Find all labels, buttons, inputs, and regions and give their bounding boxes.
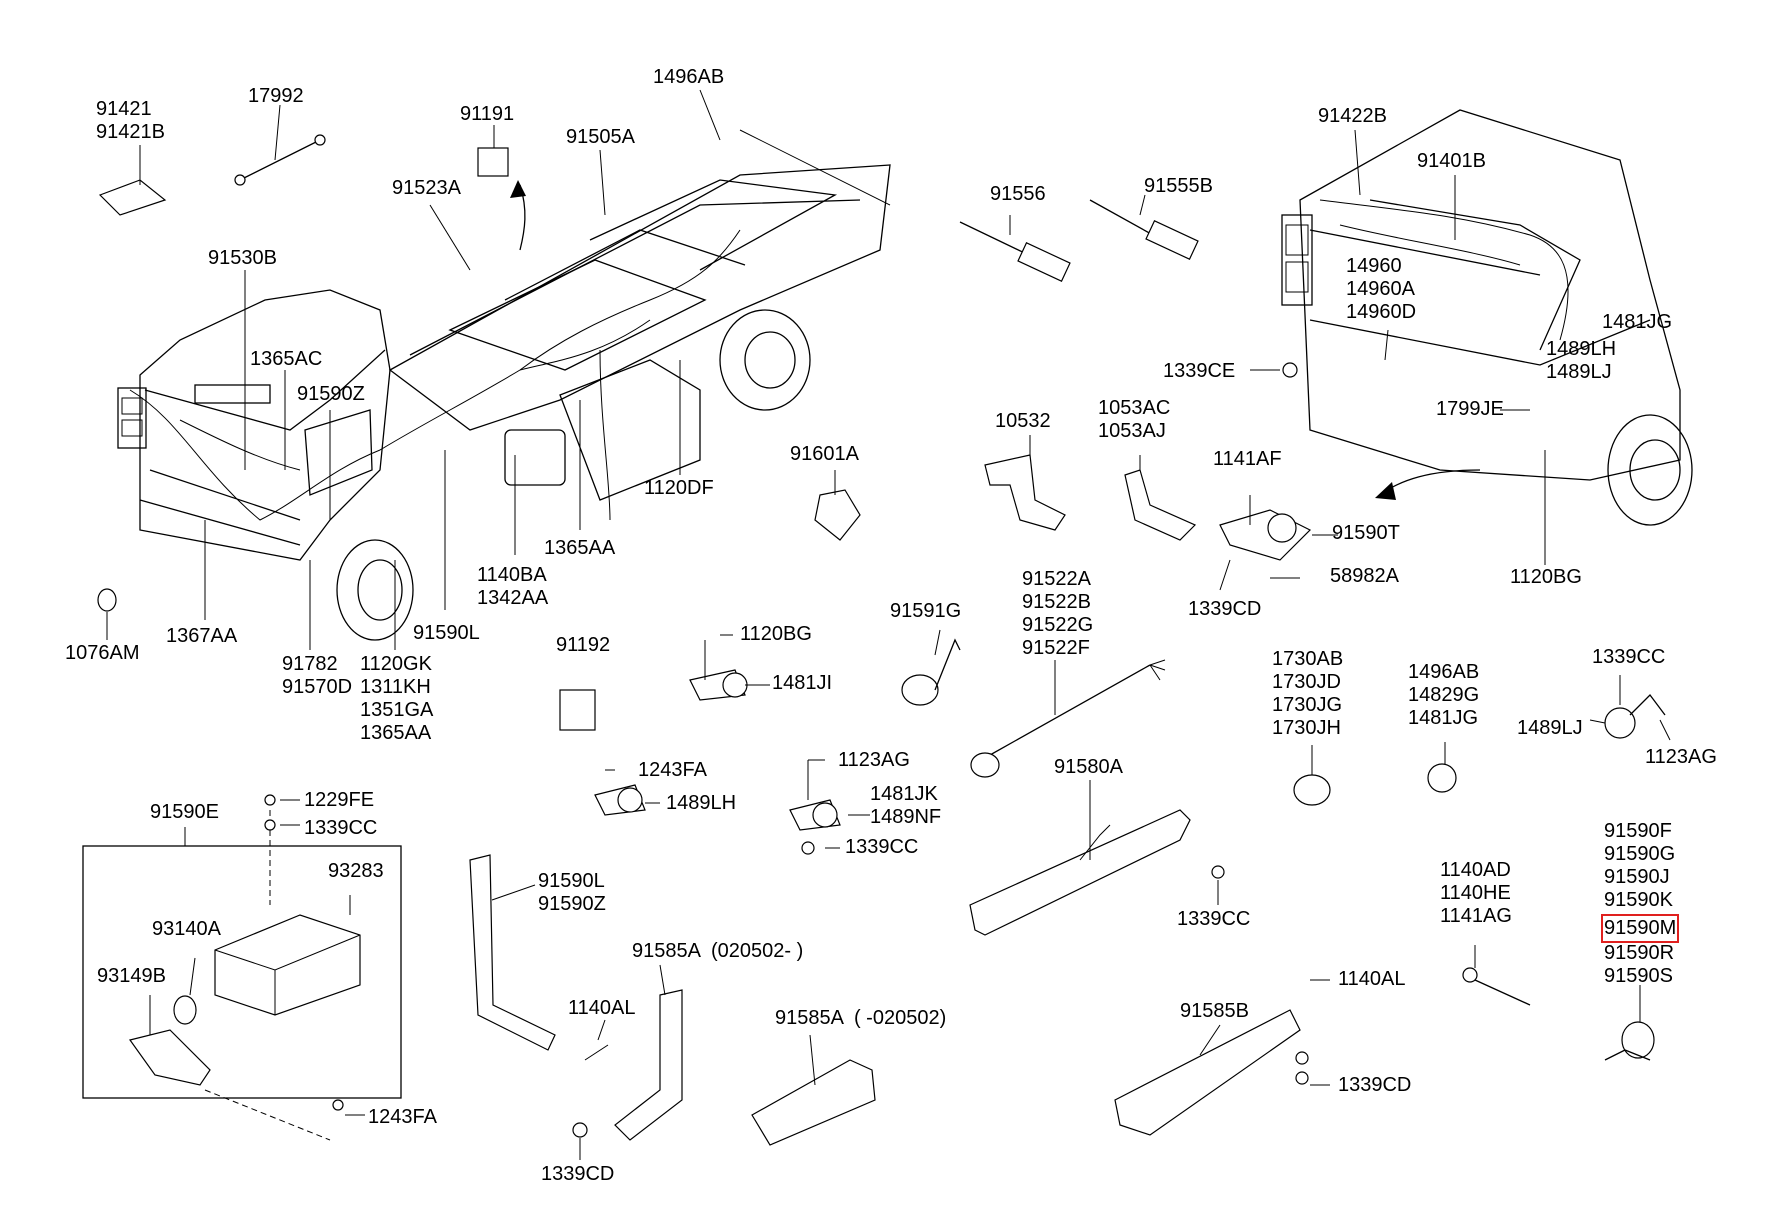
part-label-91590F: 91590F 91590G 91590J 91590K bbox=[1604, 820, 1676, 911]
part-label-1076AM: 1076AM bbox=[65, 642, 140, 664]
part-label-91580A: 91580A bbox=[1054, 756, 1123, 778]
part-label-1229FE: 1229FE bbox=[304, 789, 375, 811]
part-label-14960: 14960 14960A 14960D bbox=[1346, 255, 1417, 323]
part-label-1489LJ-right: 1489LJ bbox=[1517, 717, 1583, 739]
part-label-1489LH-mid: 1489LH bbox=[666, 792, 737, 814]
part-label-91590M-highlighted: 91590M bbox=[1600, 914, 1680, 943]
part-label-1339CC-box: 1339CC bbox=[304, 817, 378, 839]
part-label-91505A: 91505A bbox=[566, 126, 635, 148]
part-label-91590L-bot: 91590L 91590Z bbox=[538, 870, 606, 915]
part-label-91585A-old: 91585A ( -020502) bbox=[775, 1007, 947, 1029]
part-label-1339CD-bot: 1339CD bbox=[541, 1163, 615, 1185]
part-label-91556: 91556 bbox=[990, 183, 1046, 205]
part-label-1140AL-right: 1140AL bbox=[1338, 968, 1406, 990]
part-label-1140AL-left: 1140AL bbox=[568, 997, 636, 1019]
part-label-1243FA-bot: 1243FA bbox=[368, 1106, 437, 1128]
part-label-91522A: 91522A 91522B 91522G 91522F bbox=[1022, 568, 1094, 659]
part-label-1339CC-right: 1339CC bbox=[1592, 646, 1666, 668]
part-label-93140A: 93140A bbox=[152, 918, 221, 940]
part-label-91401B: 91401B bbox=[1417, 150, 1486, 172]
part-label-1496AB-right: 1496AB 14829G 1481JG bbox=[1408, 661, 1480, 729]
part-label-91590T: 91590T bbox=[1332, 522, 1400, 544]
part-label-91585B: 91585B bbox=[1180, 1000, 1249, 1022]
leader-lines bbox=[106, 89, 1671, 1160]
part-label-1799JE: 1799JE bbox=[1436, 398, 1504, 420]
part-label-17992: 17992 bbox=[248, 85, 304, 107]
part-label-1367AA: 1367AA bbox=[166, 625, 238, 647]
part-label-1339CD-mid: 1339CD bbox=[1188, 598, 1262, 620]
part-label-1123AG-mid: 1123AG bbox=[838, 749, 910, 771]
part-label-91530B: 91530B bbox=[208, 247, 277, 269]
part-label-1365AC: 1365AC bbox=[250, 348, 323, 370]
part-label-91590Z: 91590Z bbox=[297, 383, 365, 405]
part-label-1481JI: 1481JI bbox=[772, 672, 833, 694]
part-label-1141AF: 1141AF bbox=[1213, 448, 1282, 470]
part-label-91591G: 91591G bbox=[890, 600, 962, 622]
part-label-1481JG-top: 1481JG bbox=[1602, 311, 1673, 333]
part-label-1140AD: 1140AD 1140HE 1141AG bbox=[1440, 859, 1512, 927]
part-label-1339CC-580: 1339CC bbox=[1177, 908, 1251, 930]
small-parts-drawings bbox=[82, 134, 1666, 1146]
part-label-1481JK: 1481JK 1489NF bbox=[870, 783, 942, 828]
part-label-1496AB-top: 1496AB bbox=[653, 66, 725, 88]
part-label-58982A: 58982A bbox=[1330, 565, 1399, 587]
part-label-10532: 10532 bbox=[995, 410, 1051, 432]
part-label-91601A: 91601A bbox=[790, 443, 859, 465]
part-label-1120DF: 1120DF bbox=[644, 477, 714, 499]
part-label-91590R: 91590R 91590S bbox=[1604, 942, 1675, 987]
part-label-91555B: 91555B bbox=[1144, 175, 1213, 197]
part-label-91421: 91421 91421B bbox=[96, 98, 165, 143]
part-label-91192: 91192 bbox=[556, 634, 611, 656]
cab-rear-drawing bbox=[1281, 109, 1693, 526]
part-label-1365AA-mid: 1365AA bbox=[544, 537, 616, 559]
part-label-1120BG-right: 1120BG bbox=[1510, 566, 1582, 588]
part-label-1243FA-mid: 1243FA bbox=[638, 759, 707, 781]
part-label-1730AB: 1730AB 1730JD 1730JG 1730JH bbox=[1272, 648, 1344, 739]
part-label-91422B: 91422B bbox=[1318, 105, 1387, 127]
part-label-1123AG-right: 1123AG bbox=[1645, 746, 1717, 768]
part-label-93149B: 93149B bbox=[97, 965, 166, 987]
part-label-91191: 91191 bbox=[460, 103, 515, 125]
part-label-91590L-mid: 91590L bbox=[413, 622, 480, 644]
part-label-1489LH-top: 1489LH 1489LJ bbox=[1546, 338, 1617, 383]
truck-chassis-drawing bbox=[117, 129, 891, 641]
part-label-91585A-new: 91585A (020502- ) bbox=[632, 940, 804, 962]
part-label-1120BG-mid: 1120BG bbox=[740, 623, 812, 645]
part-label-1053AC: 1053AC 1053AJ bbox=[1098, 397, 1171, 442]
part-label-91523A: 91523A bbox=[392, 177, 461, 199]
part-label-1339CC-mid: 1339CC bbox=[845, 836, 919, 858]
part-label-93283: 93283 bbox=[328, 860, 384, 882]
part-label-1339CD-right: 1339CD bbox=[1338, 1074, 1412, 1096]
part-label-1339CE: 1339CE bbox=[1163, 360, 1236, 382]
part-label-1140BA: 1140BA 1342AA bbox=[477, 564, 549, 609]
part-label-1120GK: 1120GK 1311KH 1351GA 1365AA bbox=[360, 653, 434, 744]
part-label-91782: 91782 91570D bbox=[282, 653, 353, 698]
part-label-91590E: 91590E bbox=[150, 801, 219, 823]
